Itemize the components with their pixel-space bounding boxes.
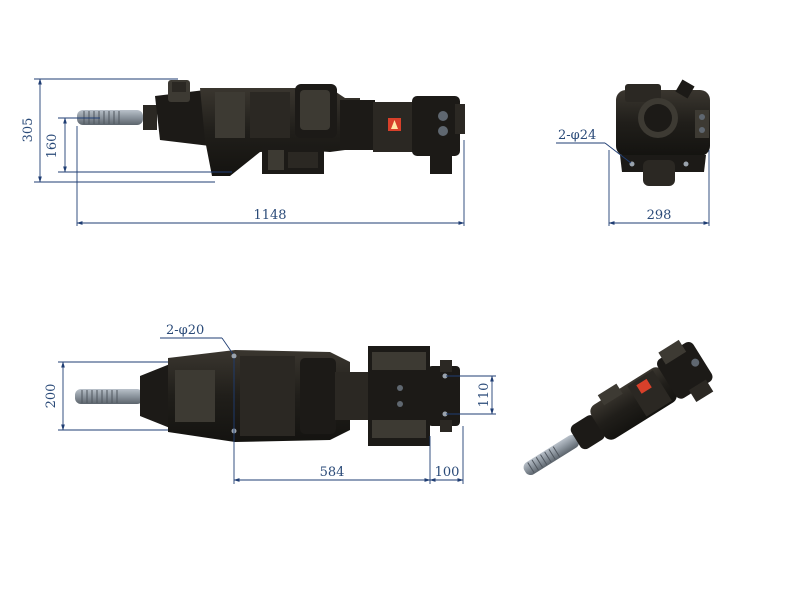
top-mount-spacing-label: 110 [477, 383, 492, 408]
side-rod-height-label: 160 [45, 134, 60, 159]
front-hole-label: 2-φ24 [558, 128, 596, 143]
side-height-label: 305 [21, 118, 36, 143]
side-length-label: 1148 [253, 208, 286, 223]
iso-drill-rod [523, 434, 580, 476]
front-view: 2-φ24 298 [556, 79, 710, 226]
top-front-chuck [140, 364, 170, 428]
top-drill-rod [75, 389, 143, 404]
side-motor [412, 96, 460, 156]
top-mount-length-label: 584 [320, 465, 345, 480]
top-end-length-label: 100 [435, 465, 460, 480]
top-mount-spacing-dimension: 110 [446, 375, 496, 415]
top-view-machine [75, 346, 460, 446]
top-hole-label: 2-φ20 [166, 323, 204, 338]
side-view: 305 160 1148 [21, 78, 465, 226]
side-rod-height-dimension: 160 [45, 117, 232, 173]
front-width-dimension: 298 [608, 150, 710, 226]
top-view: 2-φ20 200 110 584 100 [44, 323, 496, 484]
top-end-length-dimension: 100 [429, 426, 464, 484]
side-front-chuck [155, 90, 210, 146]
side-height-dimension: 305 [21, 78, 215, 183]
front-view-machine [616, 79, 710, 186]
side-drill-rod [77, 110, 143, 125]
side-rod-threads [83, 111, 120, 124]
front-hole-callout: 2-φ24 [556, 128, 632, 164]
front-mount-hole-right [683, 161, 689, 167]
top-width-label: 200 [44, 384, 59, 409]
top-mount-hole-right-upper [442, 373, 448, 379]
side-length-dimension: 1148 [76, 126, 465, 226]
top-mount-hole-right-lower [442, 411, 448, 417]
top-width-dimension: 200 [44, 361, 168, 431]
front-width-label: 298 [647, 208, 672, 223]
top-hole-callout: 2-φ20 [160, 323, 234, 355]
top-motor-end [428, 366, 460, 426]
side-view-machine [77, 80, 465, 176]
top-rod-threads [81, 390, 118, 403]
top-mount-hole-left-upper [231, 353, 237, 359]
side-rear-body [340, 100, 375, 150]
isometric-view [523, 339, 714, 476]
top-mount-length-dimension: 584 [233, 358, 431, 484]
